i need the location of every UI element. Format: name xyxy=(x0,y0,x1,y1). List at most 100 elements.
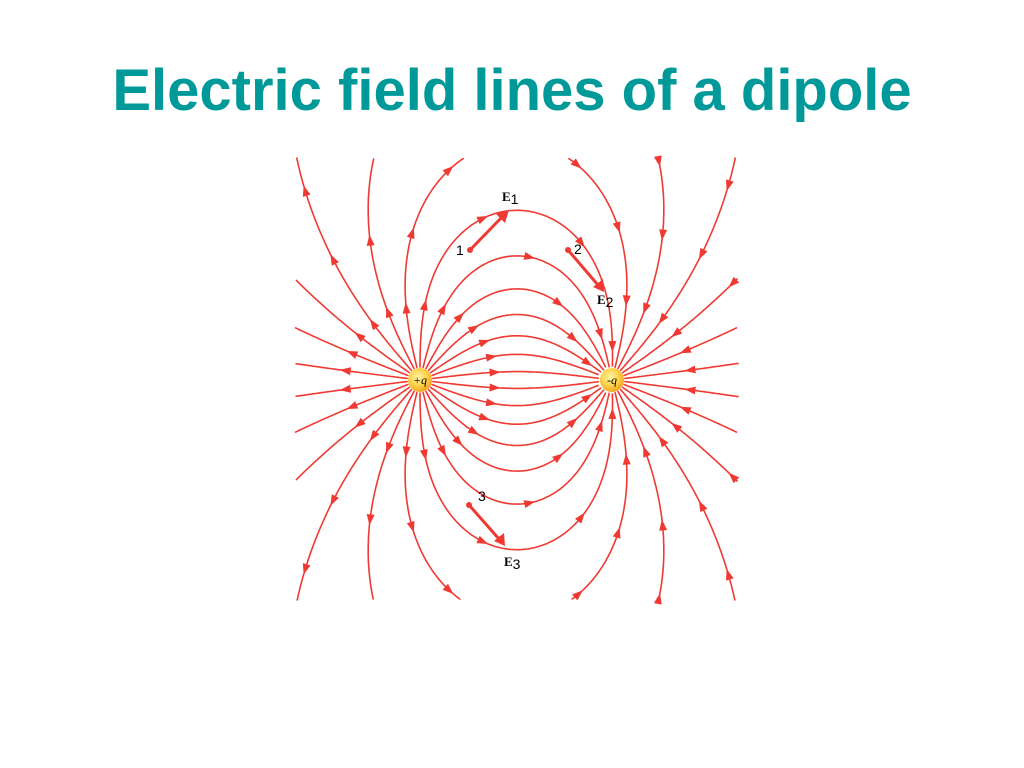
vector-e1-label: E1 xyxy=(502,189,519,207)
field-arrowhead xyxy=(622,295,631,307)
field-arrowhead xyxy=(552,296,564,307)
field-arrowhead xyxy=(671,327,683,338)
field-line xyxy=(404,157,464,369)
field-line xyxy=(422,255,610,369)
field-line xyxy=(432,370,599,380)
field-arrowhead xyxy=(406,227,415,240)
field-arrowhead xyxy=(684,365,696,374)
field-arrowhead xyxy=(698,247,708,260)
field-arrowhead xyxy=(679,406,692,415)
negative-charge-label: -q xyxy=(607,373,617,387)
field-arrowhead xyxy=(419,448,428,461)
field-arrowhead xyxy=(354,332,366,343)
vector-e2-label: E2 xyxy=(597,292,614,310)
field-line xyxy=(429,386,602,425)
positive-charge-label: +q xyxy=(413,373,427,387)
field-line xyxy=(621,386,738,482)
field-line xyxy=(617,158,665,370)
field-arrowhead xyxy=(622,453,631,465)
field-arrowhead xyxy=(467,325,480,335)
field-arrowhead xyxy=(489,383,501,392)
field-arrowhead xyxy=(552,453,564,464)
field-arrowhead xyxy=(574,512,585,524)
field-arrowhead xyxy=(679,345,692,354)
field-line xyxy=(427,388,605,447)
field-vector-e3 xyxy=(466,502,505,546)
field-arrowhead xyxy=(402,446,411,458)
field-line xyxy=(429,335,602,374)
field-line xyxy=(295,386,411,481)
field-arrowhead xyxy=(566,331,578,343)
point-3-dot xyxy=(466,502,472,508)
field-line xyxy=(419,392,614,551)
vector-e3-label: E3 xyxy=(504,554,521,572)
field-arrowhead xyxy=(476,535,489,544)
field-arrowhead xyxy=(366,513,375,526)
field-arrowhead xyxy=(572,590,583,601)
point-1-label: 1 xyxy=(456,242,464,258)
field-arrowhead xyxy=(406,520,415,533)
field-arrowhead xyxy=(570,158,582,169)
field-arrowhead xyxy=(612,221,621,234)
field-arrowhead xyxy=(574,236,585,248)
field-arrowhead xyxy=(728,276,740,288)
field-arrowhead xyxy=(354,417,366,428)
field-arrowhead xyxy=(386,441,394,454)
field-arrowhead xyxy=(728,472,740,484)
field-arrowhead xyxy=(643,445,651,458)
field-arrowhead xyxy=(485,398,498,407)
field-arrowhead xyxy=(658,436,669,448)
field-line xyxy=(419,209,614,368)
field-arrowhead xyxy=(659,229,668,241)
field-arrowhead xyxy=(595,420,603,433)
point-2-label: 2 xyxy=(574,241,582,257)
field-line xyxy=(623,383,738,433)
field-arrowhead xyxy=(346,350,359,359)
field-arrowhead xyxy=(643,302,651,315)
field-line xyxy=(571,391,628,600)
field-line xyxy=(296,388,413,601)
field-arrowhead xyxy=(442,583,454,595)
field-vector-e2 xyxy=(565,247,604,292)
field-vector-e1 xyxy=(467,210,509,253)
field-arrowhead xyxy=(437,444,447,457)
field-arrowhead xyxy=(467,425,480,435)
field-arrowhead xyxy=(476,216,489,225)
field-arrowhead xyxy=(671,422,683,433)
field-arrowhead xyxy=(523,251,536,260)
field-line xyxy=(295,362,408,380)
positive-charge: +q xyxy=(408,368,432,392)
field-arrowhead xyxy=(608,407,617,419)
field-arrowhead xyxy=(478,339,491,348)
field-line xyxy=(422,391,610,505)
field-arrowhead xyxy=(302,563,311,575)
field-arrowhead xyxy=(339,384,352,393)
field-arrowhead xyxy=(725,568,734,581)
field-arrowhead xyxy=(339,367,352,376)
field-arrowhead xyxy=(442,165,454,177)
field-line xyxy=(619,388,736,601)
field-arrowhead xyxy=(595,327,603,340)
field-line xyxy=(431,383,599,407)
field-arrowhead xyxy=(566,417,578,429)
field-arrowhead xyxy=(302,185,311,197)
field-arrowhead xyxy=(386,306,394,319)
field-arrowhead xyxy=(725,179,734,192)
field-line xyxy=(431,353,599,377)
field-arrowhead xyxy=(366,234,375,247)
field-line xyxy=(432,380,599,390)
field-arrowhead xyxy=(437,303,447,316)
field-arrowhead xyxy=(485,353,498,362)
field-arrowhead xyxy=(581,393,593,404)
field-arrowhead xyxy=(489,368,501,377)
field-arrowhead xyxy=(369,319,380,331)
field-arrowhead xyxy=(684,386,696,395)
field-arrowhead xyxy=(330,254,339,266)
field-arrowhead xyxy=(608,341,617,353)
field-arrowhead xyxy=(659,519,668,531)
field-arrowhead xyxy=(478,412,491,421)
field-line xyxy=(296,157,413,372)
field-line xyxy=(427,313,605,372)
field-arrows xyxy=(302,155,740,605)
